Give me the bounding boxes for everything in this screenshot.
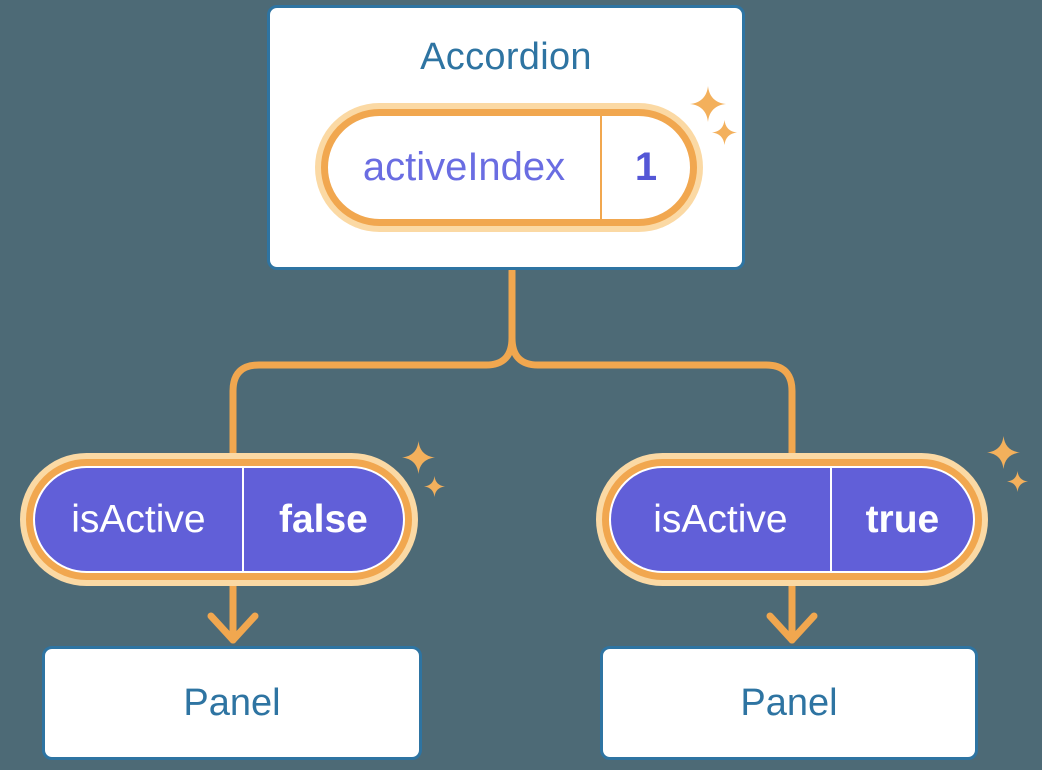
prop-pill-isactive-true: isActive true xyxy=(596,453,988,586)
state-pill-ring: activeIndex 1 xyxy=(321,109,697,226)
prop-pill-divider xyxy=(829,468,832,571)
sparkle-icon xyxy=(424,476,445,497)
panel-component-card-left: Panel xyxy=(42,646,422,760)
arrowhead-right-icon xyxy=(766,612,818,644)
prop-pill-body: isActive true xyxy=(611,468,973,571)
arrowhead-left-icon xyxy=(207,612,259,644)
prop-name-label: isActive xyxy=(71,497,206,541)
state-value-label: 1 xyxy=(634,145,658,189)
prop-pill-divider xyxy=(241,468,244,571)
panel-title: Panel xyxy=(183,681,281,724)
prop-name-label: isActive xyxy=(653,497,788,541)
sparkle-icon xyxy=(402,441,435,474)
prop-pill-isactive-false: isActive false xyxy=(20,453,418,586)
panel-title: Panel xyxy=(740,681,838,724)
prop-pill-body: isActive false xyxy=(35,468,403,571)
sparkle-icon xyxy=(690,86,726,122)
panel-component-card-right: Panel xyxy=(600,646,978,760)
prop-value-label: false xyxy=(278,497,368,541)
sparkle-icon xyxy=(712,120,737,145)
state-name-label: activeIndex xyxy=(362,145,566,189)
prop-value-label: true xyxy=(865,497,940,541)
accordion-component-card: Accordion activeIndex 1 xyxy=(267,5,745,270)
state-pill: activeIndex 1 xyxy=(315,103,703,232)
sparkle-icon xyxy=(987,436,1020,469)
prop-pill-ring: isActive false xyxy=(26,459,412,580)
sparkle-icon xyxy=(1007,471,1028,492)
branch-right-line xyxy=(508,267,796,644)
accordion-title: Accordion xyxy=(420,36,592,78)
prop-pill-ring: isActive true xyxy=(602,459,982,580)
state-pill-divider xyxy=(600,116,602,219)
